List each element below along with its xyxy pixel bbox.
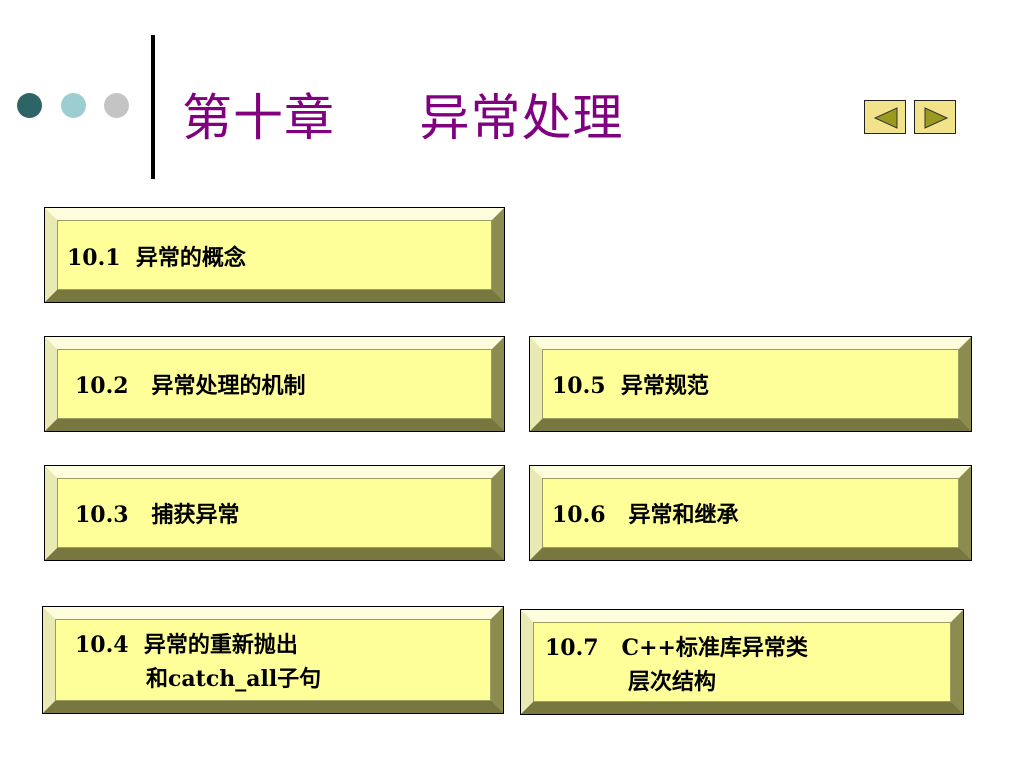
triangle-left-icon — [873, 107, 898, 129]
section-10-5-button[interactable]: 10.5 异常规范 — [529, 336, 972, 432]
decor-dot-2 — [61, 93, 86, 118]
section-10-2-button[interactable]: 10.2 异常处理的机制 — [44, 336, 505, 432]
title-divider — [151, 35, 155, 179]
section-10-5-label: 10.5 异常规范 — [552, 373, 709, 399]
section-10-4-label-line1: 10.4 异常的重新抛出 — [75, 632, 298, 658]
section-10-7-button[interactable]: 10.7 C++标准库异常类 层次结构 — [520, 609, 964, 715]
page-title: 第十章 异常处理 — [182, 89, 624, 147]
section-10-6-label: 10.6 异常和继承 — [552, 502, 739, 528]
section-10-4-label-line2: 和catch_all子句 — [146, 666, 322, 692]
section-10-6-button[interactable]: 10.6 异常和继承 — [529, 465, 972, 561]
section-10-7-label-line1: 10.7 C++标准库异常类 — [545, 635, 808, 661]
section-10-4-button[interactable]: 10.4 异常的重新抛出 和catch_all子句 — [42, 606, 504, 714]
section-10-3-label: 10.3 捕获异常 — [75, 502, 240, 528]
section-10-2-label: 10.2 异常处理的机制 — [75, 373, 306, 399]
next-slide-button[interactable] — [914, 100, 956, 134]
decor-dot-1 — [17, 93, 42, 118]
section-10-3-button[interactable]: 10.3 捕获异常 — [44, 465, 505, 561]
section-10-7-label-line2: 层次结构 — [628, 669, 717, 695]
decor-dot-3 — [104, 93, 129, 118]
prev-slide-button[interactable] — [864, 100, 906, 134]
section-10-1-label: 10.1 异常的概念 — [67, 245, 246, 271]
triangle-right-icon — [924, 107, 949, 129]
section-10-1-button[interactable]: 10.1 异常的概念 — [44, 207, 505, 303]
